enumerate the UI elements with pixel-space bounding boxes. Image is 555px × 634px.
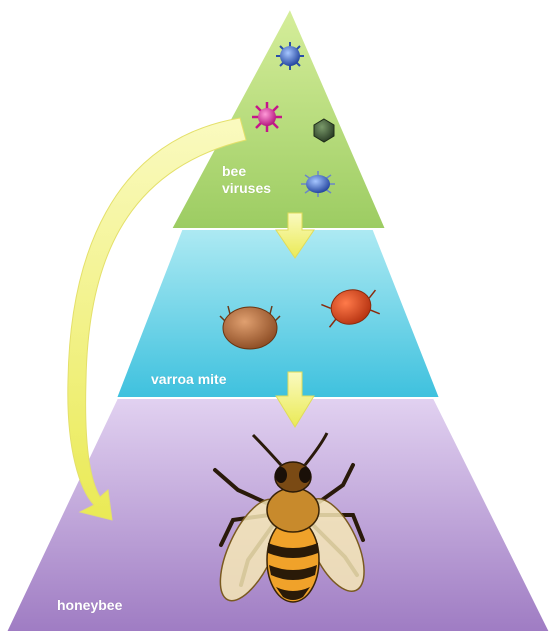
tier-label-bee-viruses: bee viruses bbox=[222, 163, 271, 197]
virus-icon bbox=[252, 102, 282, 132]
tier-label-honeybee: honeybee bbox=[57, 597, 122, 614]
virus-icon bbox=[301, 171, 335, 197]
tier-label-line: viruses bbox=[222, 180, 271, 197]
tier-label-line: bee bbox=[222, 163, 271, 180]
tier-top bbox=[171, 8, 386, 229]
tier-label-varroa-mite: varroa mite bbox=[151, 371, 226, 388]
virus-icon bbox=[276, 42, 304, 70]
